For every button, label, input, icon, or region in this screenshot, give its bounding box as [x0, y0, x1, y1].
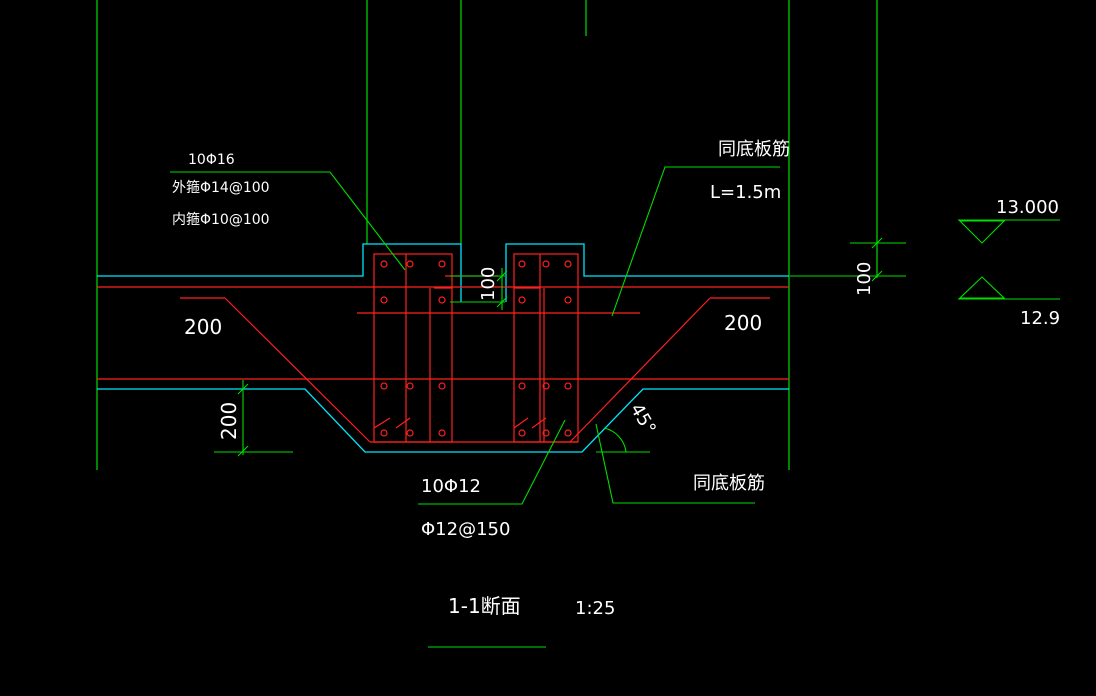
bottom-bars-label: 10Φ12	[421, 476, 481, 497]
elevation-markers	[958, 219, 1060, 300]
concrete-outline	[97, 243, 789, 453]
rebar	[97, 253, 789, 443]
dim-100-right: 100	[854, 262, 875, 296]
same-slab-bottom-label: 同底板筋	[693, 473, 765, 494]
dim-200-vertical: 200	[217, 402, 241, 440]
elevation-top: 13.000	[996, 197, 1059, 218]
leaders-dimensions	[170, 166, 906, 648]
inner-stirrup-label: 内箍Φ10@100	[172, 211, 270, 228]
labels: 10Φ16 外箍Φ14@100 内箍Φ10@100 同底板筋 L=1.5m 20…	[172, 139, 1060, 619]
elevation-bottom: 12.9	[1020, 308, 1060, 329]
outer-stirrup-label: 外箍Φ14@100	[172, 179, 270, 196]
rebar-dots	[380, 260, 572, 437]
section-title: 1-1断面	[448, 594, 521, 618]
same-slab-top-label: 同底板筋	[718, 139, 790, 160]
top-bars-label: 10Φ16	[188, 152, 235, 168]
bottom-stirrup-label: Φ12@150	[421, 519, 510, 540]
dim-100-center: 100	[478, 267, 499, 301]
column-lines	[96, 0, 878, 470]
scale-label: 1:25	[575, 598, 615, 619]
dim-200-right: 200	[724, 311, 762, 335]
dim-200-left: 200	[184, 315, 222, 339]
angle-label: 45°	[626, 400, 660, 438]
length-label: L=1.5m	[710, 182, 781, 203]
